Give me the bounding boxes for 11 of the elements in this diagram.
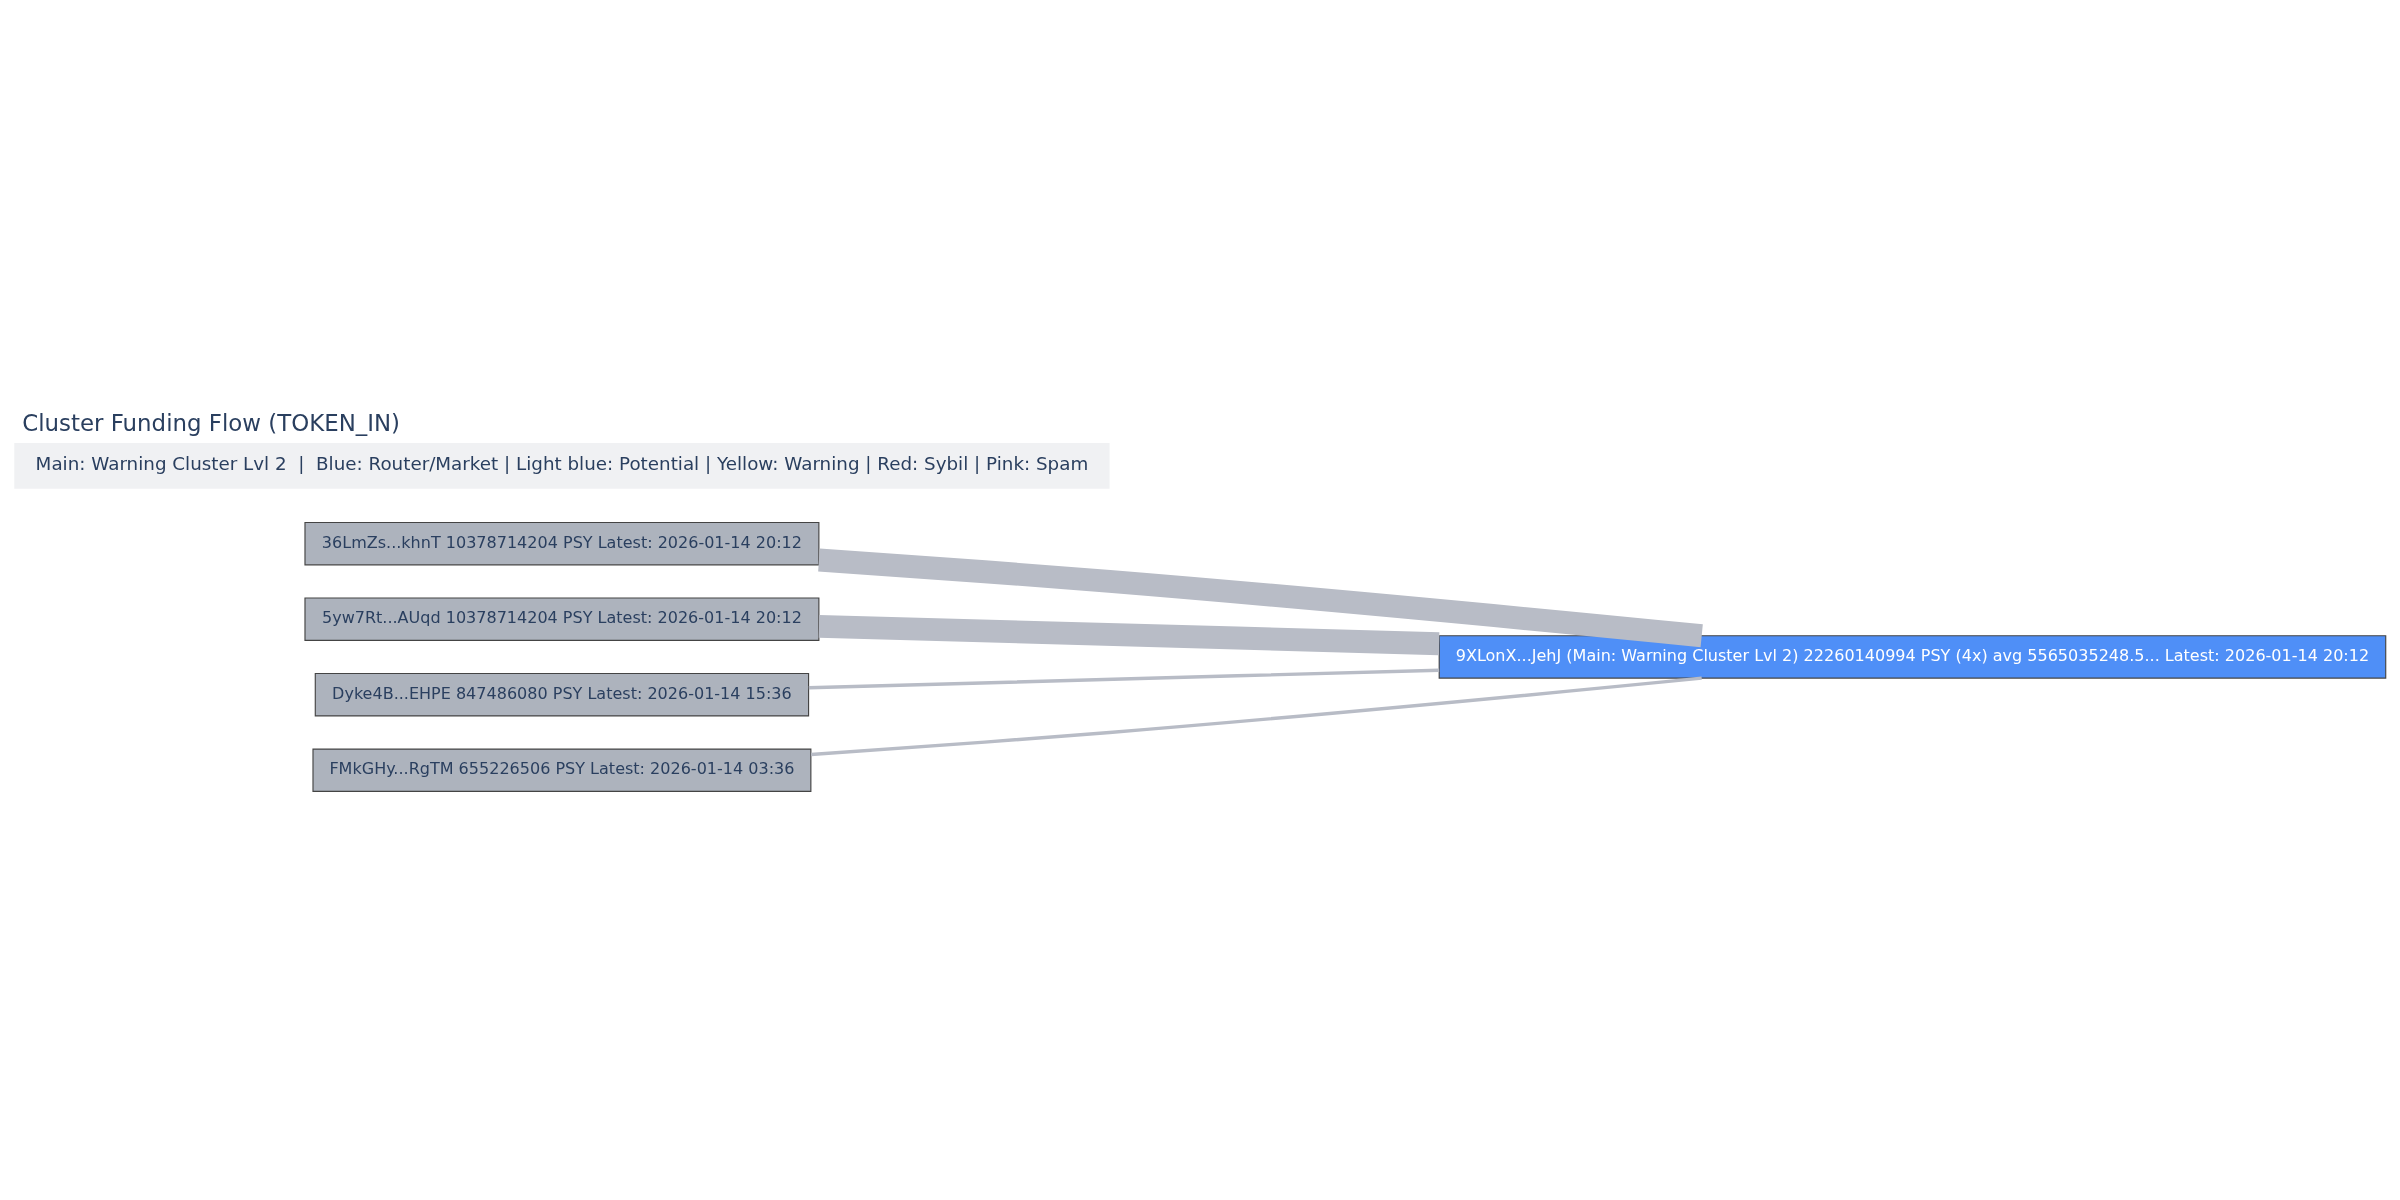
node-box: FMkGHy...RgTM 655226506 PSY Latest: 2026-01-14 03:36 [312,748,812,792]
node-box: 5yw7Rt...AUqd 10378714204 PSY Latest: 2026-01-14 20:12 [304,597,820,641]
label: Main: Warning Cluster Lvl 2 | Blue: Router/Market | Light blue: Potential | Yellow: Warning | Red: Sybil | Pink: Spam [35,453,1089,475]
connector [818,614,1440,656]
connector [818,548,1703,648]
node-box: 36LmZs...khnT 10378714204 PSY Latest: 2026-01-14 20:12 [304,521,820,566]
node-box: 9XLonX...JehJ (Main: Warning Cluster Lvl 2) 22260140994 PSY (4x) avg 5565035248.5... Latest: 2026-01-14 20:12 [1438,635,2387,679]
diagram-title: Cluster Funding Flow (TOKEN_IN) [22,410,400,437]
connector [808,668,1440,690]
node-box: Dyke4B...EHPE 847486080 PSY Latest: 2026-01-14 15:36 [314,672,810,717]
connector [810,676,1702,757]
